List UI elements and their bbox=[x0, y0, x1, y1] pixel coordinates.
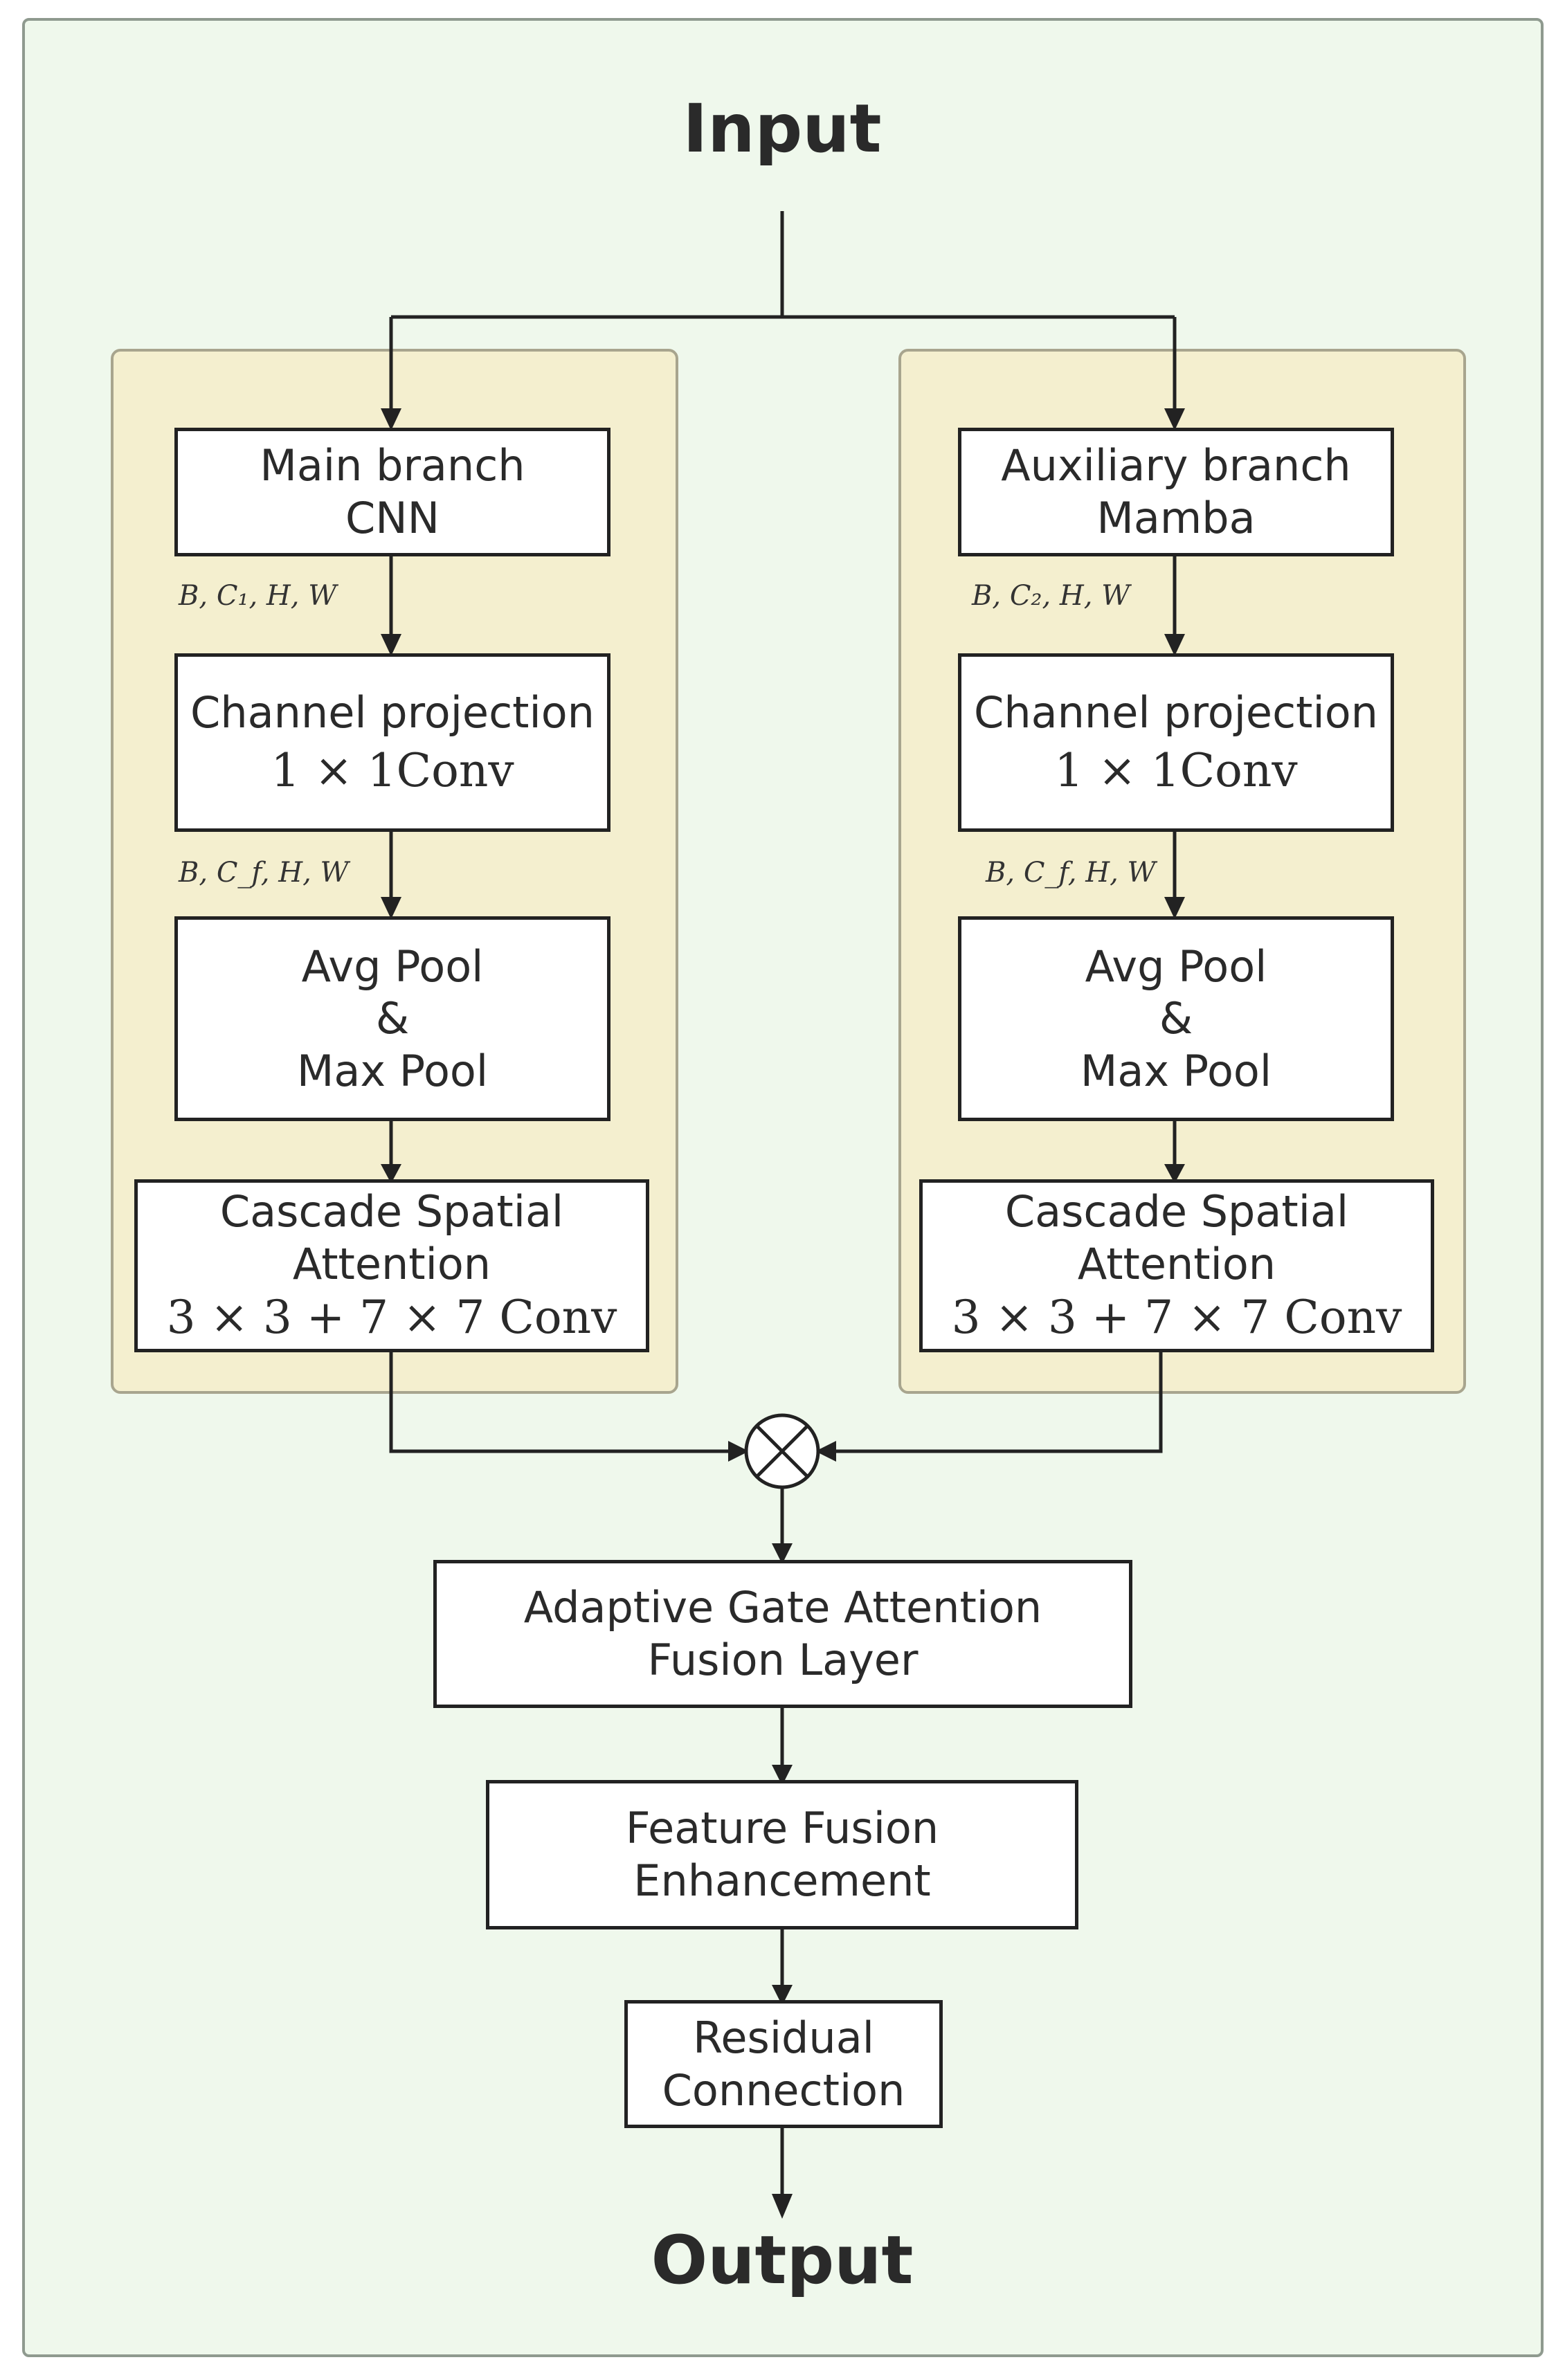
right-shape-label-1: B, C₂, H, W bbox=[972, 580, 1130, 612]
arrowhead bbox=[1164, 897, 1185, 919]
main-branch-node: Main branch CNN bbox=[174, 428, 610, 556]
node-line: Residual bbox=[693, 2012, 874, 2063]
arrowhead bbox=[381, 634, 401, 656]
right-cascade-spatial-attention-node: Cascade Spatial Attention 3 × 3 + 7 × 7 … bbox=[919, 1179, 1434, 1352]
node-math: 3 × 3 + 7 × 7 Conv bbox=[166, 1291, 617, 1345]
node-line: Main branch bbox=[260, 440, 525, 491]
edge-right-to-fusion bbox=[836, 1350, 1163, 1453]
arrowhead bbox=[728, 1441, 749, 1462]
node-line: Channel projection bbox=[974, 687, 1378, 738]
feature-fusion-enhancement-node: Feature Fusion Enhancement bbox=[486, 1780, 1078, 1929]
node-line: Fusion Layer bbox=[647, 1635, 919, 1685]
node-line: & bbox=[1159, 993, 1193, 1044]
output-label: Output bbox=[651, 2222, 914, 2299]
right-channel-projection-node: Channel projection 1 × 1Conv bbox=[958, 653, 1394, 832]
node-line: Attention bbox=[292, 1238, 491, 1289]
input-label: Input bbox=[682, 90, 882, 167]
node-line: Avg Pool bbox=[1085, 941, 1267, 992]
node-line: Adaptive Gate Attention bbox=[523, 1582, 1042, 1633]
node-line: Auxiliary branch bbox=[1001, 440, 1351, 491]
arrowheads bbox=[381, 408, 1185, 2219]
arrowhead bbox=[772, 1765, 793, 1786]
node-line: Attention bbox=[1077, 1238, 1276, 1289]
edges bbox=[389, 211, 1177, 2194]
node-math: 3 × 3 + 7 × 7 Conv bbox=[951, 1291, 1402, 1345]
auxiliary-branch-node: Auxiliary branch Mamba bbox=[958, 428, 1394, 556]
arrowhead bbox=[1164, 634, 1185, 656]
node-line: Connection bbox=[662, 2064, 905, 2116]
node-line: Max Pool bbox=[1080, 1045, 1272, 1096]
arrowhead bbox=[772, 2194, 793, 2219]
right-pool-node: Avg Pool & Max Pool bbox=[958, 916, 1394, 1121]
node-line: Cascade Spatial bbox=[1004, 1186, 1349, 1237]
arrowhead bbox=[1164, 408, 1185, 430]
left-shape-label-2: B, C_f, H, W bbox=[179, 857, 349, 889]
multiply-icon bbox=[744, 1413, 820, 1489]
node-line: Max Pool bbox=[296, 1045, 489, 1096]
edge-left-to-fusion bbox=[389, 1350, 728, 1453]
residual-connection-node: Residual Connection bbox=[624, 2000, 943, 2128]
node-line: & bbox=[375, 993, 410, 1044]
node-line: Cascade Spatial bbox=[219, 1186, 564, 1237]
node-line: Channel projection bbox=[190, 687, 595, 738]
arrowhead bbox=[772, 1985, 793, 2006]
left-shape-label-1: B, C₁, H, W bbox=[179, 580, 337, 612]
node-math: 1 × 1Conv bbox=[1054, 743, 1298, 797]
arrowhead bbox=[772, 1543, 793, 1564]
arrowhead bbox=[381, 897, 401, 919]
node-line: Avg Pool bbox=[301, 941, 484, 992]
left-pool-node: Avg Pool & Max Pool bbox=[174, 916, 610, 1121]
arrowhead bbox=[381, 1164, 401, 1183]
arrowhead bbox=[815, 1441, 836, 1462]
arrowhead bbox=[381, 408, 401, 430]
left-cascade-spatial-attention-node: Cascade Spatial Attention 3 × 3 + 7 × 7 … bbox=[134, 1179, 649, 1352]
node-line: Feature Fusion bbox=[625, 1803, 939, 1854]
adaptive-gate-attention-fusion-node: Adaptive Gate Attention Fusion Layer bbox=[433, 1560, 1132, 1708]
node-line: Enhancement bbox=[633, 1855, 931, 1906]
right-shape-label-2: B, C_f, H, W bbox=[986, 857, 1156, 889]
left-channel-projection-node: Channel projection 1 × 1Conv bbox=[174, 653, 610, 832]
arrowhead bbox=[1164, 1164, 1185, 1183]
node-math: 1 × 1Conv bbox=[271, 743, 514, 797]
node-line: CNN bbox=[345, 493, 440, 543]
node-line: Mamba bbox=[1096, 493, 1256, 543]
